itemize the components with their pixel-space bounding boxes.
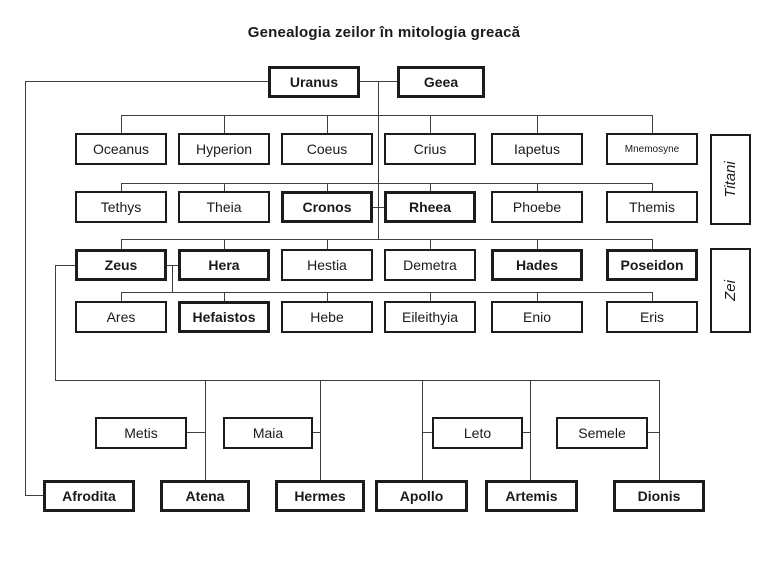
connector-stub [430, 292, 431, 301]
node-cronos: Cronos [281, 191, 373, 223]
connector-stub [652, 115, 653, 133]
node-ares: Ares [75, 301, 167, 333]
node-apollo: Apollo [375, 480, 468, 512]
node-eileithyia: Eileithyia [384, 301, 476, 333]
connector-stub [121, 115, 122, 133]
connector-stub [121, 292, 122, 301]
maia-stub-line [313, 432, 320, 433]
node-maia: Maia [223, 417, 313, 449]
zei-label-text: Zei [722, 280, 739, 301]
titans-row1-connector [121, 115, 653, 116]
node-tethys: Tethys [75, 191, 167, 223]
connector-stub [652, 292, 653, 301]
node-artemis: Artemis [485, 480, 578, 512]
uranus-left-line [25, 81, 268, 82]
node-afrodita: Afrodita [43, 480, 135, 512]
node-phoebe: Phoebe [491, 191, 583, 223]
dionis-drop-line [659, 380, 660, 480]
node-atena: Atena [160, 480, 250, 512]
connector-stub [327, 239, 328, 249]
connector-stub [121, 183, 122, 191]
connector-stub [652, 239, 653, 249]
zeus-descent-line [55, 265, 56, 381]
node-uranus: Uranus [268, 66, 360, 98]
connector-stub [537, 183, 538, 191]
node-metis: Metis [95, 417, 187, 449]
leto-left-stub-line [422, 432, 432, 433]
node-hades: Hades [491, 249, 583, 281]
node-poseidon: Poseidon [606, 249, 698, 281]
atena-drop-line [205, 380, 206, 480]
connector-stub [537, 115, 538, 133]
connector-stub [652, 183, 653, 191]
node-themis: Themis [606, 191, 698, 223]
node-demetra: Demetra [384, 249, 476, 281]
node-hyperion: Hyperion [178, 133, 270, 165]
connector-stub [430, 183, 431, 191]
connector-stub [430, 115, 431, 133]
connector-stub [537, 239, 538, 249]
hermes-drop-line [320, 380, 321, 480]
node-hefaistos: Hefaistos [178, 301, 270, 333]
uranus-afrodita-line [25, 81, 26, 496]
node-geea: Geea [397, 66, 485, 98]
node-hestia: Hestia [281, 249, 373, 281]
node-crius: Crius [384, 133, 476, 165]
connector-stub [224, 183, 225, 191]
titans-row2-connector [121, 183, 653, 184]
cronos-rheea-couple-line [373, 207, 384, 208]
zeus-children-rail [55, 380, 660, 381]
node-oceanus: Oceanus [75, 133, 167, 165]
zeus-left-hook-line [55, 265, 75, 266]
node-leto: Leto [432, 417, 523, 449]
connector-stub [327, 183, 328, 191]
afrodita-hook-line [25, 495, 43, 496]
apollo-drop-line [422, 380, 423, 480]
diagram-title: Genealogia zeilor în mitologia greacă [247, 24, 521, 41]
node-semele: Semele [556, 417, 648, 449]
connector-stub [224, 239, 225, 249]
leto-right-stub-line [523, 432, 530, 433]
node-hebe: Hebe [281, 301, 373, 333]
node-hermes: Hermes [275, 480, 365, 512]
node-theia: Theia [178, 191, 270, 223]
uranus-geea-trunk-line [378, 81, 379, 240]
node-zeus: Zeus [75, 249, 167, 281]
titani-label-text: Titani [722, 161, 739, 198]
node-eris: Eris [606, 301, 698, 333]
group-label-zei: Zei [710, 248, 751, 333]
node-coeus: Coeus [281, 133, 373, 165]
node-mnemosyne: Mnemosyne [606, 133, 698, 165]
connector-stub [121, 239, 122, 249]
artemis-drop-line [530, 380, 531, 480]
connector-stub [537, 292, 538, 301]
node-dionis: Dionis [613, 480, 705, 512]
gods-row2-connector [121, 292, 653, 293]
zeus-hera-trunk-line [172, 265, 173, 292]
node-rheea: Rheea [384, 191, 476, 223]
connector-stub [327, 115, 328, 133]
connector-stub [224, 115, 225, 133]
metis-stub-line [187, 432, 205, 433]
semele-stub-line [648, 432, 659, 433]
node-hera: Hera [178, 249, 270, 281]
group-label-titani: Titani [710, 134, 751, 225]
gods-row1-connector [121, 239, 653, 240]
node-enio: Enio [491, 301, 583, 333]
connector-stub [327, 292, 328, 301]
connector-stub [430, 239, 431, 249]
connector-stub [224, 292, 225, 301]
node-iapetus: Iapetus [491, 133, 583, 165]
